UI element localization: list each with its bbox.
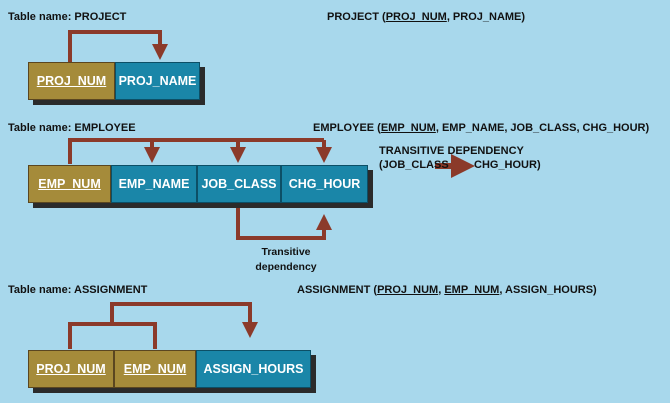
assignment-schema-key1: PROJ_NUM — [377, 284, 439, 296]
employee-table-label: Table name: EMPLOYEE — [8, 122, 136, 134]
project-schema: PROJECT (PROJ_NUM, PROJ_NAME) — [327, 11, 525, 23]
transitive-note-line1: Transitive — [261, 246, 311, 258]
assignment-cell-emp-num: EMP_NUM — [114, 350, 196, 388]
employee-cell-chg-hour: CHG_HOUR — [281, 165, 368, 203]
employee-dependency-line — [68, 138, 324, 164]
project-schema-rest: , PROJ_NAME) — [446, 11, 526, 23]
project-schema-key: PROJ_NUM — [385, 11, 447, 23]
transitive-note-line2: dependency — [255, 261, 317, 273]
employee-schema-key: EMP_NUM — [380, 122, 436, 134]
project-cell-proj-name: PROJ_NAME — [115, 62, 200, 100]
employee-schema-prefix: EMPLOYEE ( — [313, 122, 381, 134]
employee-schema-rest: , EMP_NAME, JOB_CLASS, CHG_HOUR) — [435, 122, 650, 134]
employee-schema: EMPLOYEE (EMP_NUM, EMP_NAME, JOB_CLASS, … — [313, 122, 649, 134]
employee-cell-emp-num: EMP_NUM — [28, 165, 111, 203]
transitive-from: (JOB_CLASS — [379, 159, 449, 171]
employee-cell-emp-name: EMP_NAME — [111, 165, 197, 203]
assignment-dependency-line — [68, 322, 157, 349]
assignment-schema-key2: EMP_NUM — [444, 284, 500, 296]
assignment-cell-assign-hours: ASSIGN_HOURS — [196, 350, 311, 388]
employee-cell-job-class: JOB_CLASS — [197, 165, 281, 203]
assignment-schema: ASSIGNMENT (PROJ_NUM, EMP_NUM, ASSIGN_HO… — [297, 284, 597, 296]
assignment-schema-sep: , — [438, 284, 445, 296]
assignment-cell-proj-num: PROJ_NUM — [28, 350, 114, 388]
project-cell-proj-num: PROJ_NUM — [28, 62, 115, 100]
project-dependency-arrow — [68, 30, 168, 62]
assignment-schema-prefix: ASSIGNMENT ( — [297, 284, 378, 296]
assignment-schema-rest: , ASSIGN_HOURS) — [499, 284, 597, 296]
assignment-dependency-link — [110, 302, 258, 338]
transitive-to: CHG_HOUR) — [474, 159, 541, 171]
transitive-dependency-note: Transitive dependency — [246, 245, 326, 275]
project-table-label: Table name: PROJECT — [8, 11, 127, 23]
project-schema-prefix: PROJECT ( — [327, 11, 386, 23]
transitive-dependency-arrow — [236, 208, 332, 240]
assignment-table-label: Table name: ASSIGNMENT — [8, 284, 148, 296]
transitive-title: TRANSITIVE DEPENDENCY — [379, 145, 524, 157]
